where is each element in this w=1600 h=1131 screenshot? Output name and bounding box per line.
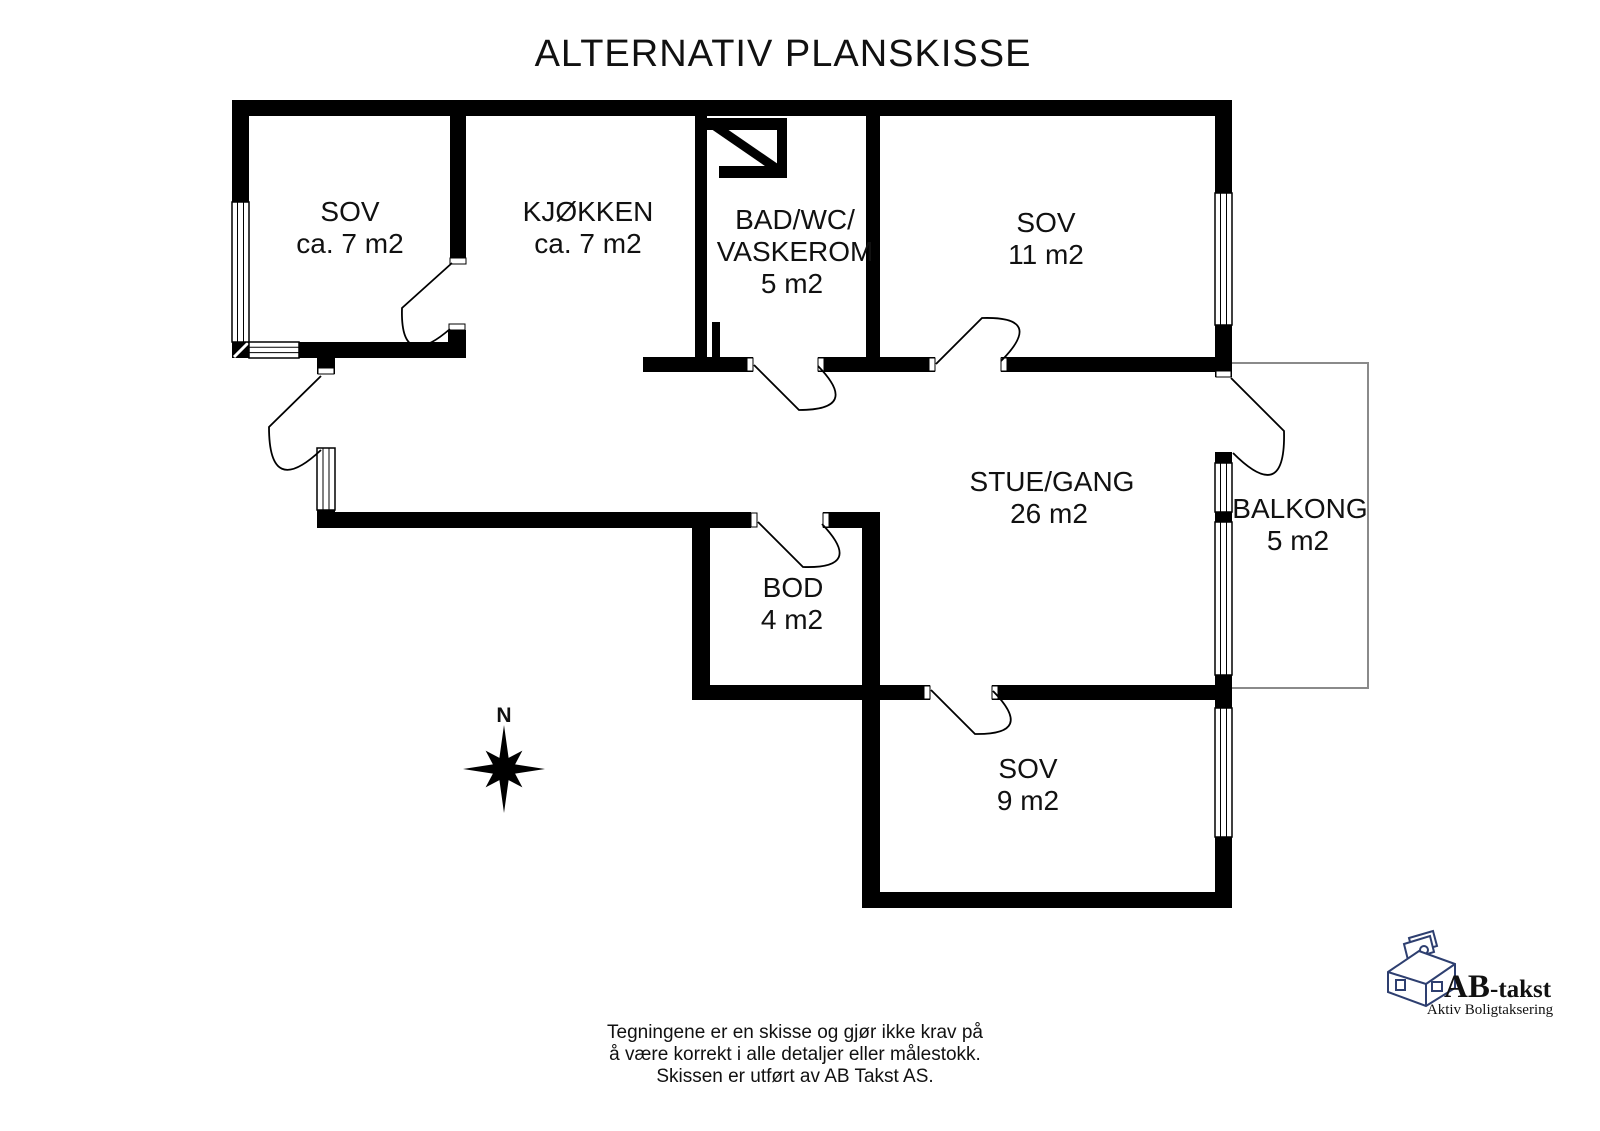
door-jamb [449, 257, 467, 265]
logo-brand-suffix: -takst [1490, 976, 1552, 1003]
logo-brand-primary: AB [1444, 969, 1490, 1005]
shower-symbol [706, 118, 787, 178]
windows [231, 192, 1233, 838]
door-swing-sov-2 [935, 317, 1021, 365]
wall [1215, 675, 1232, 708]
wall [712, 322, 720, 357]
doors [268, 257, 1285, 735]
disclaimer: Tegningene er en skisse og gjør ikke kra… [607, 1022, 983, 1087]
page-title: ALTERNATIV PLANSKISSE [535, 33, 1032, 75]
room-label-stue-gang: STUE/GANG [970, 466, 1135, 497]
window [1214, 462, 1233, 513]
room-area-balkong: 5 m2 [1267, 525, 1329, 556]
wall [818, 357, 935, 372]
wall [317, 512, 751, 528]
compass-star-icon [463, 725, 545, 813]
room-label-sov-1: SOV [320, 196, 379, 227]
door-jamb [448, 323, 466, 331]
room-label-balkong: BALKONG [1232, 493, 1367, 524]
wall [692, 512, 710, 698]
wall [1001, 357, 1232, 372]
room-area-sov-2: 11 m2 [1008, 239, 1084, 270]
wall [866, 116, 880, 357]
door-swing-sov-1 [401, 262, 453, 348]
window [316, 447, 336, 511]
wall [692, 685, 930, 700]
disclaimer-line-1: Tegningene er en skisse og gjør ikke kra… [607, 1022, 983, 1043]
door-swing-bad [753, 364, 837, 411]
window [231, 201, 250, 343]
room-label-kjokken: KJØKKEN [523, 196, 654, 227]
shower-edge [777, 118, 787, 178]
shower-edge [707, 118, 787, 130]
room-label-sov-2: SOV [1016, 207, 1075, 238]
ab-takst-logo: AB -takst Aktiv Boligtaksering [1387, 929, 1554, 1018]
door-jamb [317, 367, 335, 375]
wall [232, 100, 1232, 116]
wall [232, 100, 249, 202]
wall [862, 512, 880, 908]
wall [992, 685, 1232, 700]
wall [1215, 116, 1232, 193]
window [248, 341, 300, 359]
wall [1215, 325, 1232, 377]
door-jamb [750, 512, 758, 528]
room-area-stue-gang: 26 m2 [1010, 498, 1088, 529]
door-swing-sov-3 [930, 689, 1012, 735]
door-swing-entry [268, 375, 322, 471]
window [1214, 521, 1233, 676]
corner-notch [232, 341, 250, 359]
balcony-outline [1232, 362, 1369, 689]
wall [1215, 512, 1232, 522]
window [1214, 192, 1233, 326]
walls [232, 100, 1232, 908]
logo-house-icon [1387, 929, 1456, 1008]
door-jamb [746, 357, 754, 372]
room-label-bad-2: VASKEROM [717, 236, 874, 267]
wall [1215, 837, 1232, 908]
disclaimer-line-2: å være korrekt i alle detaljer eller mål… [609, 1044, 981, 1065]
window [1214, 707, 1233, 838]
wall [450, 116, 466, 258]
room-labels: SOV ca. 7 m2 KJØKKEN ca. 7 m2 BAD/WC/ VA… [296, 196, 1367, 816]
room-area-kjokken: ca. 7 m2 [534, 228, 641, 259]
room-label-sov-3: SOV [998, 753, 1057, 784]
room-area-bad: 5 m2 [761, 268, 823, 299]
wall [862, 892, 1232, 908]
room-area-sov-3: 9 m2 [997, 785, 1059, 816]
compass-north-label: N [496, 704, 511, 727]
wall [1215, 452, 1232, 463]
door-jamb [928, 357, 936, 372]
disclaimer-line-3: Skissen er utført av AB Takst AS. [656, 1066, 933, 1087]
compass-rose: N [463, 704, 545, 813]
door-jamb [817, 357, 825, 372]
logo-tagline: Aktiv Boligtaksering [1427, 1002, 1554, 1018]
door-jamb [1215, 370, 1232, 378]
wall [695, 116, 707, 357]
door-swing-bod [757, 521, 841, 568]
wall [448, 330, 466, 358]
room-area-bod: 4 m2 [761, 604, 823, 635]
door-jamb [923, 685, 931, 700]
room-label-bad: BAD/WC/ [735, 204, 855, 235]
door-swing-balkong [1230, 377, 1285, 476]
shower-diagonal [706, 118, 786, 177]
room-area-sov-1: ca. 7 m2 [296, 228, 403, 259]
wall [643, 357, 753, 372]
wall [299, 342, 466, 358]
room-label-bod: BOD [763, 572, 824, 603]
